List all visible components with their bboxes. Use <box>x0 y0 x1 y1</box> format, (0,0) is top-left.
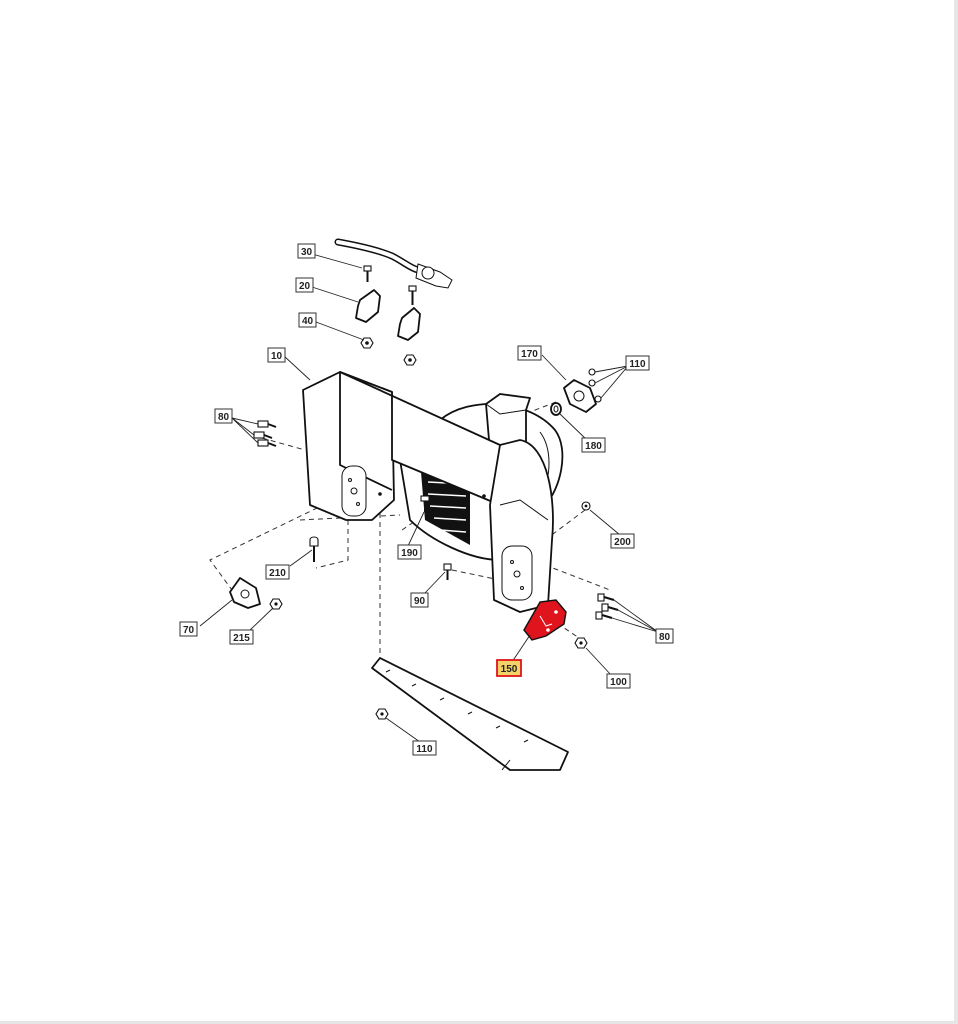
svg-text:100: 100 <box>610 677 627 688</box>
svg-text:170: 170 <box>521 349 538 360</box>
callout-190[interactable]: 190 <box>397 544 422 560</box>
callout-80-left[interactable]: 80 <box>214 408 233 424</box>
svg-text:180: 180 <box>585 441 602 452</box>
svg-text:110: 110 <box>629 359 646 370</box>
nut-40[interactable] <box>360 337 417 366</box>
bearing-flange-70[interactable] <box>229 577 261 609</box>
nut-110-bottom[interactable] <box>375 708 389 720</box>
callout-210[interactable]: 210 <box>265 564 290 580</box>
svg-text:200: 200 <box>614 537 631 548</box>
svg-text:210: 210 <box>269 568 286 579</box>
bushing-180[interactable] <box>550 402 562 416</box>
scraper-bar[interactable] <box>371 657 569 771</box>
auger-housing-10[interactable] <box>302 371 564 613</box>
svg-text:80: 80 <box>659 632 671 643</box>
callout-20[interactable]: 20 <box>295 277 314 293</box>
chute-crank-rod[interactable] <box>334 238 453 289</box>
svg-text:150: 150 <box>501 664 518 675</box>
callout-30[interactable]: 30 <box>297 243 316 259</box>
rod-bracket-20[interactable] <box>355 285 421 341</box>
bearing-flange-170[interactable] <box>563 379 597 413</box>
callout-110-top[interactable]: 110 <box>625 355 650 371</box>
screw-190[interactable] <box>420 495 430 512</box>
skid-shoe-150-shape <box>523 599 567 641</box>
bolt-90[interactable] <box>443 563 452 580</box>
callout-215[interactable]: 215 <box>229 629 254 645</box>
svg-text:30: 30 <box>301 247 313 258</box>
svg-text:110: 110 <box>416 744 433 755</box>
viewer-right-border <box>954 0 958 1024</box>
callout-110-bottom[interactable]: 110 <box>412 740 437 756</box>
callout-80-right[interactable]: 80 <box>655 628 674 644</box>
svg-text:70: 70 <box>183 625 195 636</box>
callout-90[interactable]: 90 <box>410 592 429 608</box>
skid-shoe-150[interactable] <box>523 599 567 641</box>
bolts-80-right[interactable] <box>595 593 619 620</box>
callout-150-selected[interactable]: 150 <box>496 659 522 677</box>
svg-text:40: 40 <box>302 316 314 327</box>
svg-text:190: 190 <box>401 548 418 559</box>
nut-215[interactable] <box>269 598 283 610</box>
viewer-bottom-border <box>0 1021 958 1024</box>
callout-70[interactable]: 70 <box>179 621 198 637</box>
callout-10[interactable]: 10 <box>267 347 286 363</box>
nut-100[interactable] <box>574 637 588 649</box>
svg-text:10: 10 <box>271 351 283 362</box>
screw-200[interactable] <box>581 501 591 511</box>
svg-text:90: 90 <box>414 596 426 607</box>
svg-text:215: 215 <box>233 633 250 644</box>
svg-text:80: 80 <box>218 412 230 423</box>
screw-30[interactable] <box>363 265 372 282</box>
callout-40[interactable]: 40 <box>298 312 317 328</box>
leader-lines <box>199 253 659 743</box>
callout-170[interactable]: 170 <box>517 345 542 361</box>
svg-text:20: 20 <box>299 281 311 292</box>
callout-200[interactable]: 200 <box>610 533 635 549</box>
carriage-bolt-210[interactable] <box>309 536 319 562</box>
callout-100[interactable]: 100 <box>606 673 631 689</box>
callout-180[interactable]: 180 <box>581 437 606 453</box>
